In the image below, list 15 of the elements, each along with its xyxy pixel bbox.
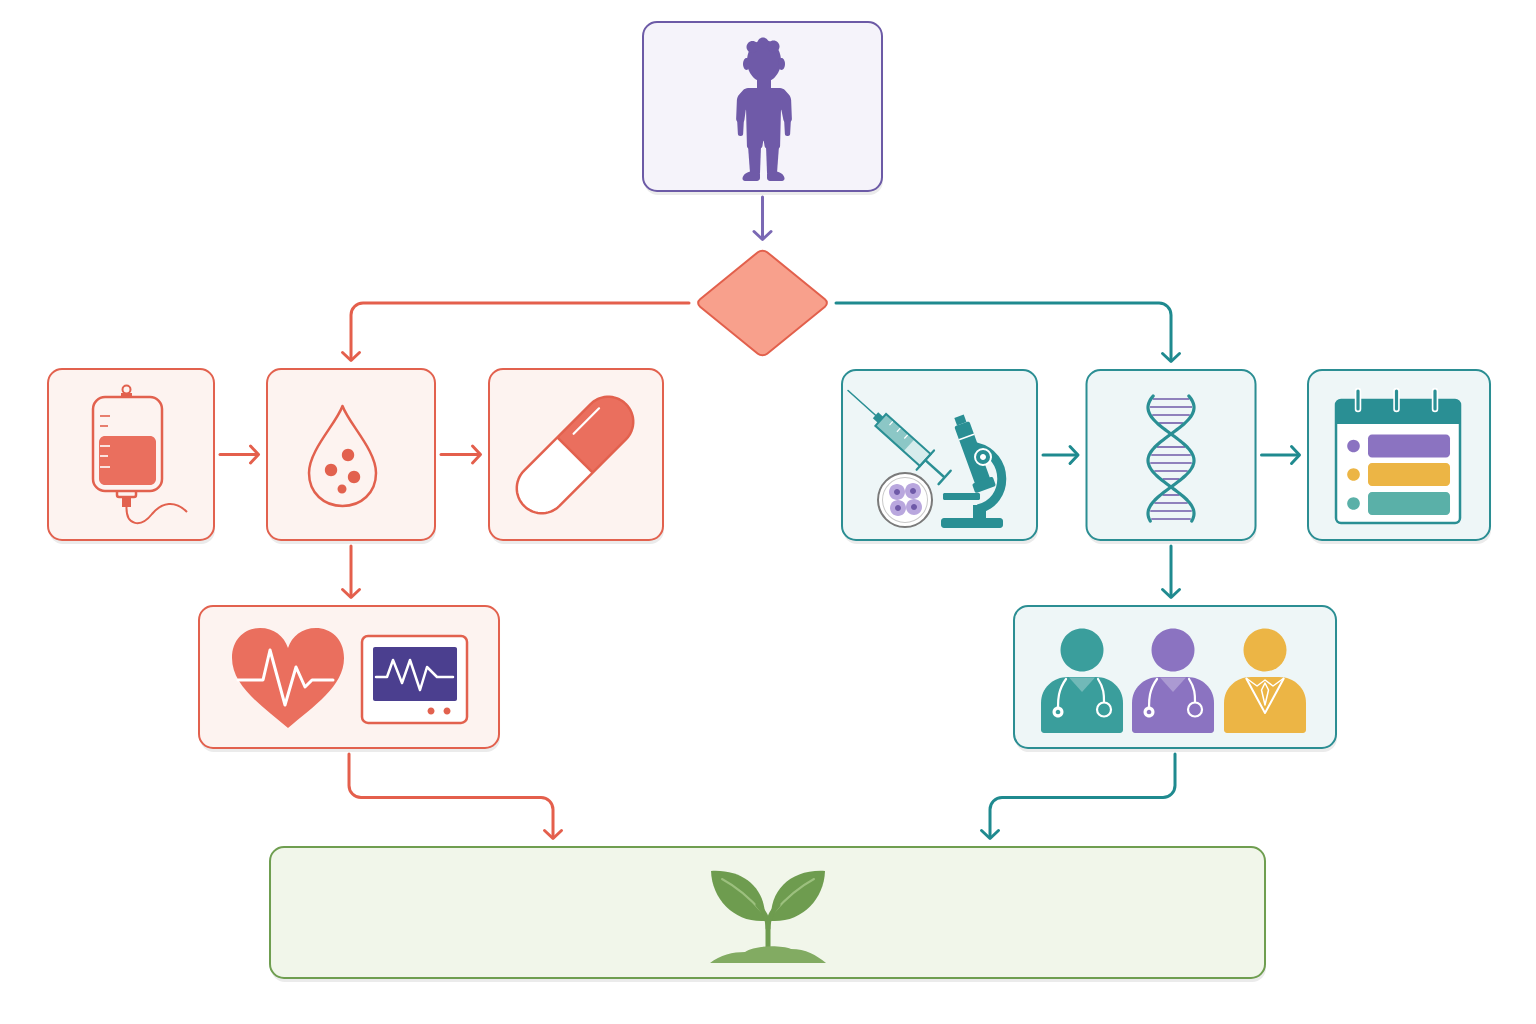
arrow	[752, 195, 773, 241]
arrow	[341, 301, 691, 362]
arrow	[218, 444, 260, 465]
picture-box	[269, 846, 1266, 982]
decision-diamond	[697, 249, 828, 357]
arrow	[980, 752, 1177, 840]
arrow	[341, 544, 361, 599]
picture-box	[1085, 369, 1257, 544]
arrow	[1260, 445, 1301, 465]
arrow	[439, 444, 482, 465]
picture-box	[266, 368, 436, 544]
arrow	[834, 301, 1181, 363]
arrow	[1161, 544, 1181, 599]
arrow	[1041, 445, 1080, 465]
arrow	[347, 752, 563, 840]
